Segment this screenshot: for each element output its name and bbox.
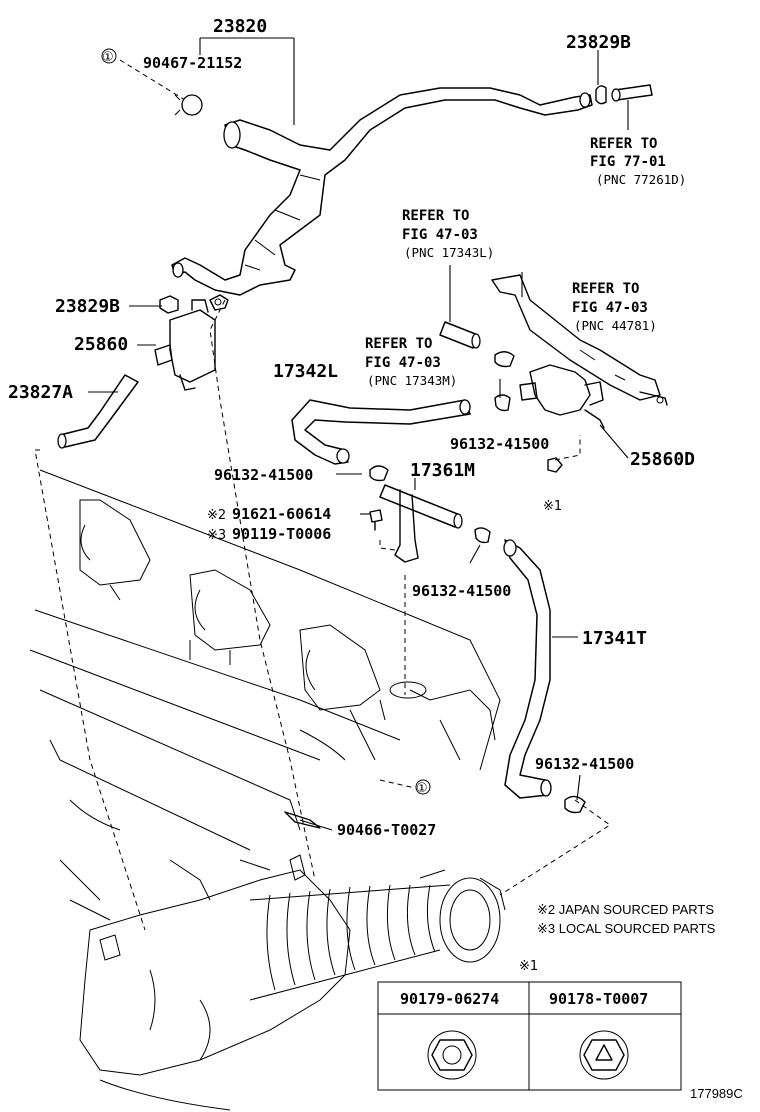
- part-91621-60614-label: 91621-60614: [232, 505, 331, 523]
- valve-25860-drawing: [154, 294, 229, 391]
- pipe-77261D-drawing: [595, 84, 653, 130]
- leader-lines: [88, 37, 629, 831]
- ref-47-17343M-line3: (PNC 17343M): [367, 373, 457, 388]
- asterisk-2-label: ※2: [207, 508, 226, 523]
- nut-icon: [579, 1030, 629, 1080]
- part-96132-41500-label-c: 96132-41500: [412, 582, 511, 600]
- part-90466-T0027-label: 90466-T0027: [337, 821, 436, 839]
- engine-block-drawing: [29, 469, 506, 1111]
- part-23820-label: 23820: [213, 16, 267, 37]
- nut-table-col-2: 90178-T0007: [549, 990, 648, 1008]
- part-96132-41500-label-b: 96132-41500: [214, 466, 313, 484]
- table-marker-label: ※1: [519, 959, 538, 974]
- ref-47-17343L-line1: REFER TO: [402, 208, 469, 224]
- part-25860D-label: 25860D: [630, 449, 695, 470]
- ref-47-17343L-line3: (PNC 17343L): [404, 245, 494, 260]
- gasket-90466-drawing: [284, 811, 321, 829]
- part-labels: 23820 ① 90467-21152 23829B REFER TO FIG …: [8, 16, 716, 974]
- ref-77-line3: (PNC 77261D): [596, 172, 686, 187]
- part-17341T-label: 17341T: [582, 628, 647, 649]
- ref-77-line2: FIG 77-01: [590, 154, 666, 170]
- asterisk-1-label: ※1: [543, 499, 562, 514]
- part-96132-41500-label-d: 96132-41500: [535, 755, 634, 773]
- reference-circle-marker: [415, 779, 431, 795]
- nut-table-col-1: 90179-06274: [400, 990, 499, 1008]
- assembly-dashed-lines: [34, 59, 611, 931]
- ref-47-17343L-line2: FIG 47-03: [402, 227, 478, 243]
- clamps-17343M-drawing: [494, 351, 515, 412]
- nut-icon: [427, 1030, 477, 1080]
- asterisk-3-label: ※3: [207, 528, 226, 543]
- circle-1-label-lower: ①: [416, 781, 428, 796]
- clamp-90467-drawing: [174, 94, 203, 116]
- note-local-sourced: ※3 LOCAL SOURCED PARTS: [537, 921, 716, 936]
- hose-17342L-drawing: [291, 399, 471, 465]
- ref-47-44781-line2: FIG 47-03: [572, 300, 648, 316]
- part-25860-label: 25860: [74, 334, 128, 355]
- note-japan-sourced: ※2 JAPAN SOURCED PARTS: [537, 902, 714, 917]
- intake-hose-drawing: [249, 869, 506, 1001]
- hose-17341T-drawing: [503, 539, 586, 814]
- part-90119-T0006-label: 90119-T0006: [232, 525, 331, 543]
- nut-table: 90179-06274 90178-T0007: [377, 981, 682, 1091]
- hose-23827A-drawing: [57, 374, 139, 449]
- ref-47-44781-line3: (PNC 44781): [574, 318, 657, 333]
- circle-1-label: ①: [102, 50, 114, 65]
- part-90467-21152-label: 90467-21152: [143, 54, 242, 72]
- pipe-17343L-drawing: [439, 265, 481, 349]
- reference-circle-marker: [101, 48, 117, 64]
- hose-23820-drawing: [171, 87, 593, 296]
- part-23829B-top-label: 23829B: [566, 32, 631, 53]
- ref-47-44781-line1: REFER TO: [572, 281, 639, 297]
- part-17342L-label: 17342L: [273, 361, 338, 382]
- part-23827A-label: 23827A: [8, 382, 73, 403]
- ref-77-line1: REFER TO: [590, 136, 657, 152]
- pipe-17361M-drawing: [369, 465, 491, 563]
- valve-25860D-drawing: [491, 274, 668, 473]
- part-23829B-left-label: 23829B: [55, 296, 120, 317]
- part-96132-41500-label-a: 96132-41500: [450, 435, 549, 453]
- ref-47-17343M-line1: REFER TO: [365, 336, 432, 352]
- part-17361M-label: 17361M: [410, 460, 475, 481]
- figure-code: 177989C: [690, 1086, 743, 1101]
- ref-47-17343M-line2: FIG 47-03: [365, 355, 441, 371]
